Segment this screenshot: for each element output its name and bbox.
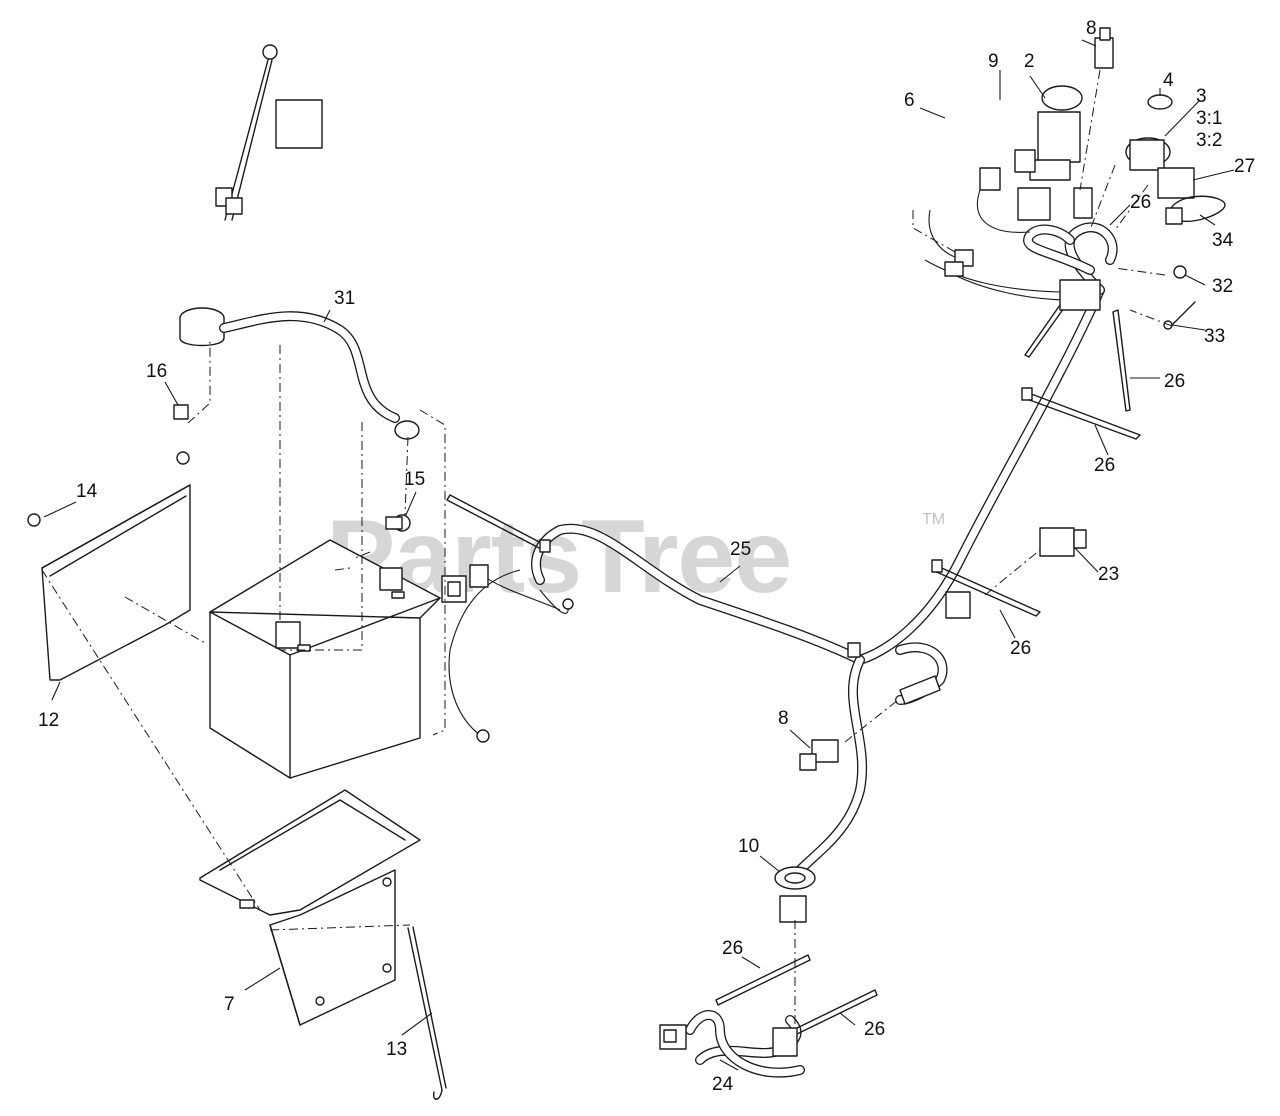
callout-labels: 8 9 2 4 3 3:1 3:2 6 27 26 34 32 33 26 26… <box>38 18 1255 1095</box>
grommet <box>774 866 816 923</box>
callout-4: 4 <box>1163 70 1174 91</box>
callout-12: 12 <box>38 710 59 731</box>
reference-lines <box>41 69 1173 1025</box>
callout-14: 14 <box>76 481 98 502</box>
leader-lines <box>43 39 1235 1071</box>
harness-connectors <box>441 279 1101 1057</box>
callout-32: 32 <box>1212 276 1233 297</box>
dash-controls <box>215 44 1226 277</box>
callout-26: 26 <box>1010 638 1031 659</box>
callout-25: 25 <box>730 539 751 560</box>
callout-3-1: 3:1 <box>1196 108 1222 129</box>
callout-26: 26 <box>1164 371 1185 392</box>
hardware <box>173 265 1196 532</box>
callout-23: 23 <box>1098 564 1119 585</box>
callout-8: 8 <box>1086 18 1097 39</box>
switches <box>799 27 1114 771</box>
battery-cable <box>179 307 420 440</box>
callout-26: 26 <box>864 1019 885 1040</box>
callout-24: 24 <box>712 1074 734 1095</box>
hold-down-rod <box>407 926 447 1100</box>
callout-16: 16 <box>146 361 167 382</box>
battery-cover <box>27 451 191 681</box>
callout-10: 10 <box>738 836 759 857</box>
thin-wires <box>448 189 1071 736</box>
callout-27: 27 <box>1234 156 1255 177</box>
callout-34: 34 <box>1212 230 1234 251</box>
callout-26: 26 <box>1094 455 1115 476</box>
trademark-mark: TM <box>922 511 945 528</box>
callout-3-2: 3:2 <box>1196 130 1222 151</box>
callout-8: 8 <box>778 708 789 729</box>
callout-2: 2 <box>1024 51 1035 72</box>
callout-33: 33 <box>1204 326 1225 347</box>
callout-26: 26 <box>1130 192 1151 213</box>
callout-6: 6 <box>904 90 915 111</box>
callout-31: 31 <box>334 288 355 309</box>
callout-26: 26 <box>722 938 743 959</box>
battery-tray <box>199 789 421 1026</box>
callout-15: 15 <box>404 469 425 490</box>
callout-7: 7 <box>224 994 235 1015</box>
callout-13: 13 <box>386 1039 407 1060</box>
battery <box>209 539 441 779</box>
callout-3: 3 <box>1196 86 1207 107</box>
callout-9: 9 <box>988 51 999 72</box>
